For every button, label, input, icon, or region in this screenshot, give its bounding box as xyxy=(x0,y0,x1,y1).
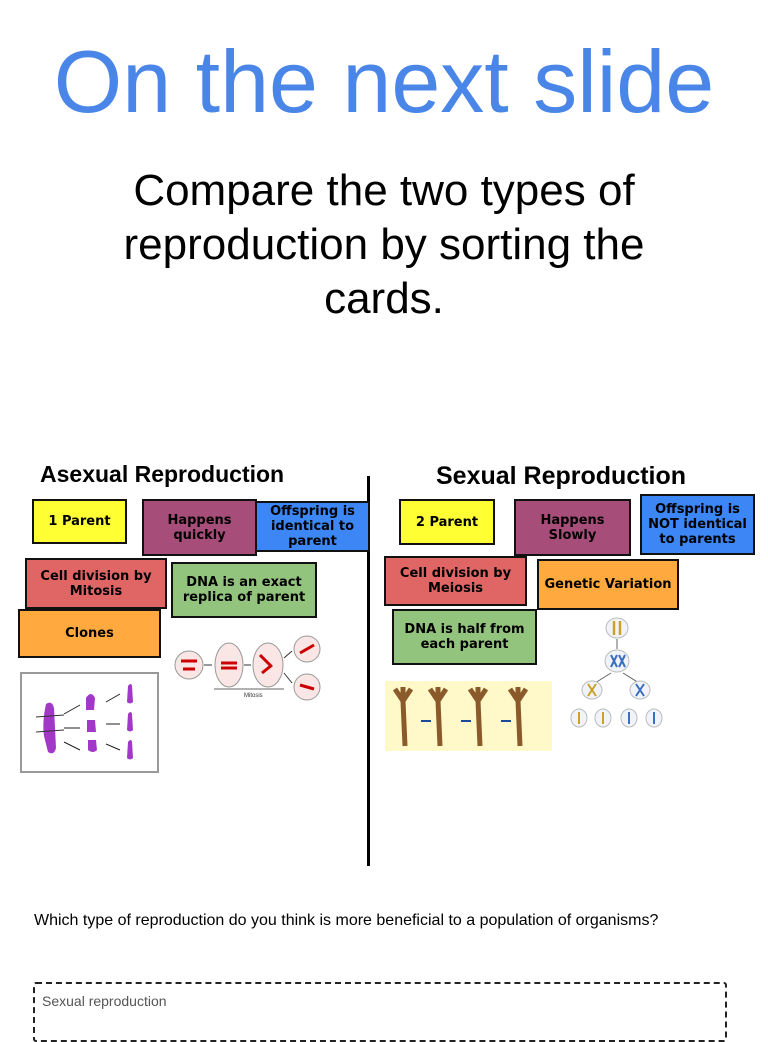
meiosis-drawing xyxy=(570,617,663,728)
asexual-heading: Asexual Reproduction xyxy=(40,461,285,487)
column-divider xyxy=(367,476,370,866)
card-offspring-not-identical[interactable]: Offspring is NOT identical to parents xyxy=(640,494,755,555)
sexual-heading: Sexual Reproduction xyxy=(436,462,687,490)
card-clones[interactable]: Clones xyxy=(18,609,161,658)
hydra-budding-image[interactable] xyxy=(385,681,552,751)
slide-instructions: Compare the two types of reproduction by… xyxy=(123,166,645,323)
mitosis-diagram-image[interactable]: Mitosis xyxy=(174,633,324,705)
planarian-drawing xyxy=(20,672,159,773)
card-dna-half[interactable]: DNA is half from each parent xyxy=(392,609,537,665)
mitosis-drawing: Mitosis xyxy=(174,635,321,701)
card-genetic-variation[interactable]: Genetic Variation xyxy=(537,559,679,610)
planarian-regeneration-image[interactable] xyxy=(20,672,159,773)
hydra-drawing xyxy=(385,681,552,751)
card-dna-replica[interactable]: DNA is an exact replica of parent xyxy=(171,562,317,618)
question-text: Which type of reproduction do you think … xyxy=(34,912,659,929)
card-mitosis[interactable]: Cell division by Mitosis xyxy=(25,558,167,609)
card-happens-quickly[interactable]: Happens quickly xyxy=(142,499,257,556)
meiosis-diagram-image[interactable] xyxy=(565,617,665,729)
card-2-parent[interactable]: 2 Parent xyxy=(399,499,495,545)
card-offspring-identical[interactable]: Offspring is identical to parent xyxy=(255,501,370,552)
card-happens-slowly[interactable]: Happens Slowly xyxy=(514,499,631,556)
answer-text: Sexual reproduction xyxy=(42,993,167,1009)
card-meiosis[interactable]: Cell division by Meiosis xyxy=(384,556,527,606)
card-1-parent[interactable]: 1 Parent xyxy=(32,499,127,544)
mitosis-caption: Mitosis xyxy=(244,693,263,699)
slide-title: On the next slide xyxy=(53,32,715,131)
answer-text-box[interactable]: Sexual reproduction xyxy=(33,982,727,1042)
